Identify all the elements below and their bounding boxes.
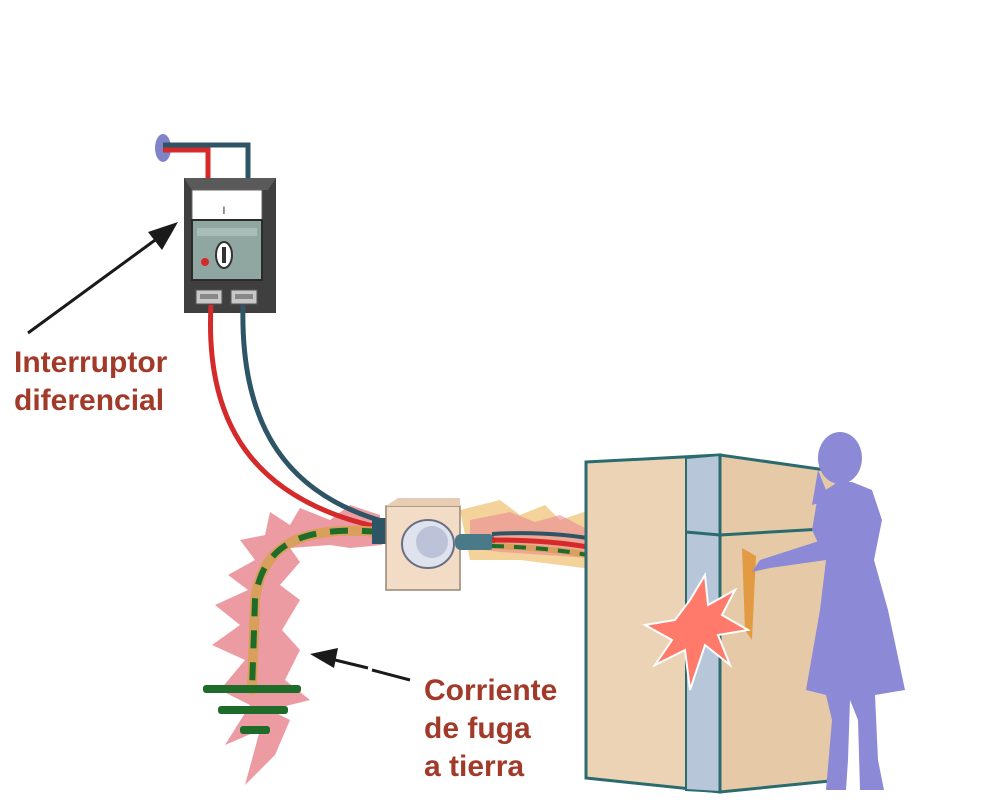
- earth-conductor: [247, 525, 385, 695]
- leakage-label-line-2: de fuga: [424, 712, 531, 745]
- ground-symbol-icon: [203, 685, 301, 734]
- wall-entry-icon: [155, 134, 251, 182]
- rcd-label-line-1: Interruptor: [14, 346, 168, 379]
- rcd-label-line-2: diferencial: [14, 384, 165, 417]
- residual-current-device-icon: ı: [184, 178, 276, 313]
- supply-wires: [207, 304, 386, 531]
- arrow-to-rcd-icon: [27, 222, 178, 335]
- leakage-label-line-3: a tierra: [424, 750, 525, 783]
- leakage-label: Corriente de fuga a tierra: [424, 672, 557, 786]
- arrow-to-ground-icon: [310, 648, 411, 682]
- rcd-label: Interruptor diferencial: [14, 344, 167, 420]
- svg-text:ı: ı: [222, 201, 226, 217]
- leakage-label-line-1: Corriente: [424, 674, 558, 707]
- wall-socket-icon: [372, 498, 495, 591]
- electric-fault-spark-icon: [642, 571, 751, 691]
- person-silhouette-icon: [752, 432, 905, 790]
